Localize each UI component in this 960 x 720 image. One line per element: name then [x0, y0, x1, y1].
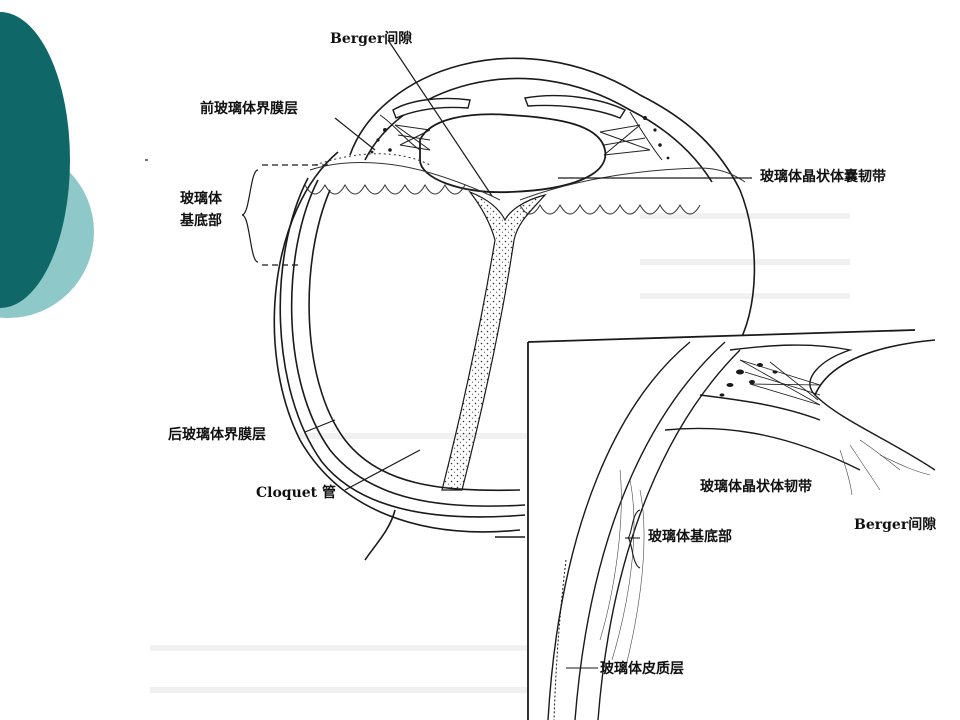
label-hyaloideocapsular-ligament: 玻璃体晶状体囊韧带: [760, 169, 886, 185]
label-anterior-hyaloid: 前玻璃体界膜层: [200, 101, 298, 117]
label-vitreous-base-line1: 玻璃体: [180, 191, 222, 207]
vitreous-base: [304, 153, 746, 215]
leader-lines: [145, 39, 752, 491]
cloquet-canal: [441, 190, 547, 491]
teal-dark-circle: [0, 12, 70, 308]
choroid-line: [279, 177, 526, 518]
label-berger-space: Berger间隙: [330, 31, 413, 47]
zonules-left: [394, 124, 431, 151]
lens: [392, 94, 627, 194]
label-inset-vitreous-base: 玻璃体基底部: [648, 529, 732, 545]
label-cloquet-canal: Cloquet 管: [256, 485, 337, 501]
label-inset-berger: Berger间隙: [854, 517, 937, 533]
label-inset-vitreous-cortex: 玻璃体皮质层: [600, 661, 684, 677]
ciliary-body: [370, 111, 670, 161]
optic-nerve: [364, 509, 396, 561]
label-inset-lens-ligament: 玻璃体晶状体韧带: [700, 479, 812, 495]
cornea-outline: [349, 57, 741, 191]
label-vitreous-base-line2: 基底部: [180, 213, 222, 229]
inset-panel: [527, 329, 940, 720]
eyeball: [273, 57, 756, 561]
slide-decoration: [0, 12, 94, 318]
retina-line: [290, 179, 526, 507]
label-posterior-hyaloid: 后玻璃体界膜层: [168, 427, 266, 443]
zonules-right: [599, 124, 651, 156]
